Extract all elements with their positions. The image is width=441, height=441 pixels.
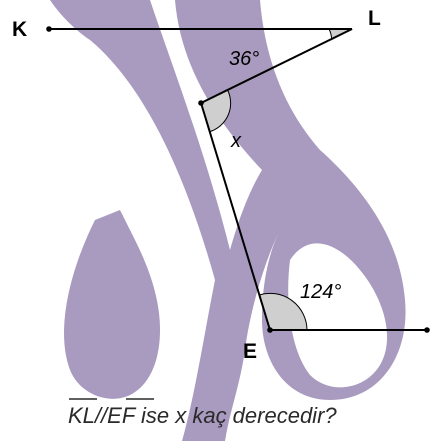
watermark-logo	[50, 0, 406, 441]
label-L: L	[368, 7, 381, 30]
label-E: E	[243, 340, 257, 363]
parallel-sign: //	[93, 403, 109, 428]
question-text: KL//EF ise x kaç derecedir?	[68, 398, 337, 428]
label-K: K	[12, 18, 27, 41]
svg-text:KL//EF ise x kaç derecedir?: KL//EF ise x kaç derecedir?	[68, 403, 337, 428]
segment-KL-label: KL	[68, 403, 95, 428]
angle-E-sector	[258, 292, 308, 331]
point-E-dot	[267, 327, 273, 333]
angle-label-bottom: 124°	[300, 281, 341, 303]
point-K-dot	[46, 26, 52, 32]
segment-vertex-E	[200, 102, 271, 331]
point-F-dot	[424, 327, 430, 333]
segment-L-vertex	[200, 28, 353, 104]
segment-EF-label: EF	[107, 403, 137, 428]
angle-label-top: 36°	[229, 48, 259, 70]
question-rest: ise x kaç derecedir?	[135, 403, 338, 428]
angle-label-x: x	[230, 130, 242, 152]
point-vertex-dot	[198, 100, 204, 106]
